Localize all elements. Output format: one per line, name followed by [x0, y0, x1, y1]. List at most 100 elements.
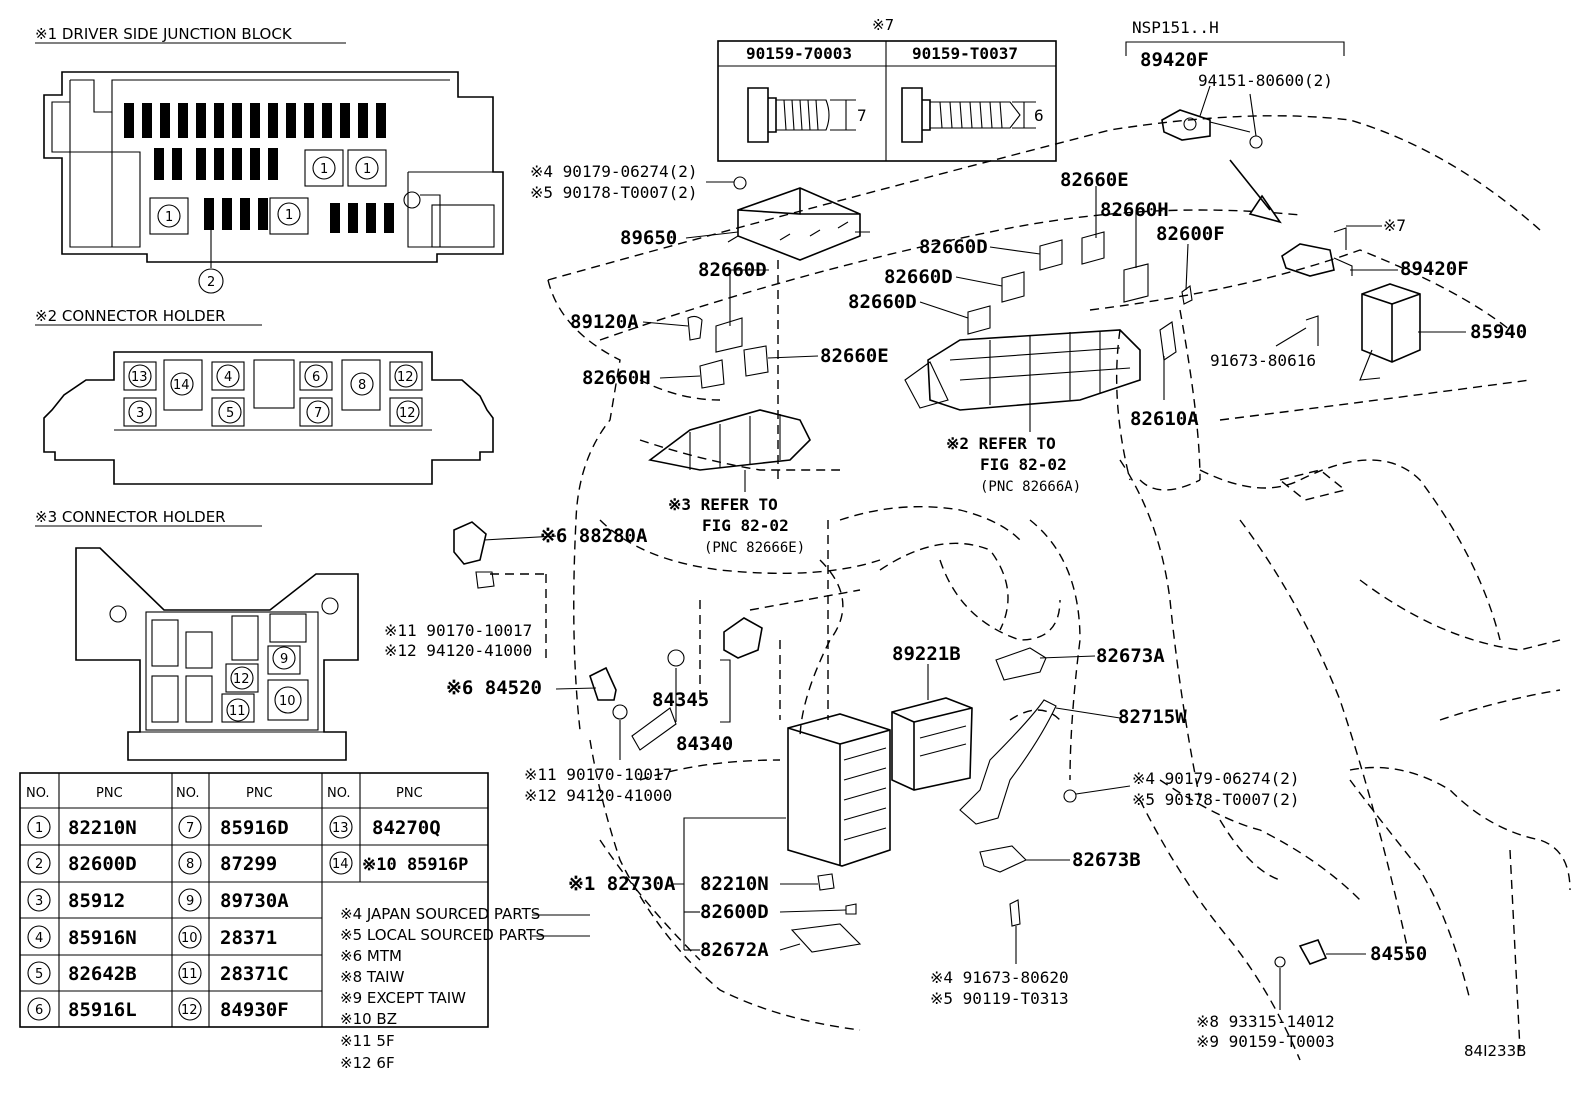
table-header: NO.: [176, 786, 200, 801]
screw-2-dim: 6: [1034, 106, 1044, 125]
callout-6: 6: [312, 370, 320, 385]
junction-block-title: ※1 DRIVER SIDE JUNCTION BLOCK: [35, 25, 293, 43]
label-pnc-82666E: (PNC 82666E): [704, 540, 805, 556]
note-item: ※10 BZ: [340, 1010, 397, 1028]
table-cell: ※10 85916P: [362, 855, 468, 875]
label-82660D: 82660D: [848, 291, 917, 313]
note-item: ※8 TAIW: [340, 968, 405, 986]
table-cell: 12: [181, 1003, 198, 1018]
table-header: PNC: [96, 786, 123, 801]
label-82600F: 82600F: [1156, 223, 1225, 245]
callout-1: 1: [165, 210, 173, 225]
label-82672A: 82672A: [700, 939, 769, 961]
fuse-slots: [124, 103, 394, 233]
table-cell: 4: [35, 931, 43, 946]
label-82210N: 82210N: [700, 873, 769, 895]
model-label: NSP151..H: [1132, 18, 1219, 37]
label-90179-06274: ※4 90179-06274(2): [1132, 769, 1300, 788]
label-93315-14012: ※8 93315-14012: [1196, 1012, 1335, 1031]
table-cell: 8: [186, 857, 194, 872]
table-header: NO.: [26, 786, 50, 801]
screw-part-2: 90159-T0037: [912, 44, 1018, 63]
notes-legend: ※4 JAPAN SOURCED PARTS ※5 LOCAL SOURCED …: [340, 905, 590, 1072]
airbag-sensor-89650: [727, 176, 870, 261]
table-cell: 14: [332, 857, 349, 872]
label-90159-T0003: ※9 90159-T0003: [1196, 1032, 1335, 1051]
table-cell: 85912: [68, 890, 125, 912]
callout-2: 2: [207, 275, 215, 290]
label-82673B: 82673B: [1072, 849, 1141, 871]
screw-2-icon: [901, 87, 1036, 143]
note-item: ※9 EXCEPT TAIW: [340, 989, 466, 1007]
label-82660E: 82660E: [1060, 169, 1129, 191]
model-bracket: NSP151..H: [1125, 18, 1345, 56]
table-cell: 6: [35, 1003, 43, 1018]
callout-12: 12: [233, 672, 250, 687]
relay-85940: [1305, 227, 1421, 381]
label-82660D: 82660D: [698, 259, 767, 281]
note-item: ※12 6F: [340, 1054, 395, 1072]
label-89221B: 89221B: [892, 643, 961, 665]
screw-note: ※7: [872, 16, 894, 34]
label-82730A: ※1 82730A: [568, 873, 676, 895]
table-cell: 1: [35, 821, 43, 836]
callout-11: 11: [229, 704, 246, 719]
label-91673-80620: ※4 91673-80620: [930, 968, 1069, 987]
figure-id: 84I233B: [1464, 1042, 1526, 1060]
screw-part-1: 90159-70003: [746, 44, 852, 63]
callout-13: 13: [131, 370, 148, 385]
label-82660D: 82660D: [884, 266, 953, 288]
table-cell: 11: [181, 967, 198, 982]
connector-holder-2-inset: ※2 CONNECTOR HOLDER 13 3 14 4 5 6 7 8 12: [35, 307, 494, 485]
table-cell: 82600D: [68, 853, 137, 875]
table-cell: 84270Q: [372, 817, 441, 839]
table-cell: 85916N: [68, 927, 137, 949]
leader-lines: [483, 85, 1466, 1010]
label-82660D: 82660D: [919, 236, 988, 258]
note-item: ※11 5F: [340, 1032, 395, 1050]
label-82715W: 82715W: [1118, 706, 1187, 728]
callout-8: 8: [358, 378, 366, 393]
label-85940: 85940: [1470, 321, 1527, 343]
label-82660H: 82660H: [582, 367, 651, 389]
connector-parts-left: [648, 315, 811, 471]
table-cell: 13: [332, 821, 349, 836]
junction-block-main: [904, 231, 1193, 411]
note-item: ※5 LOCAL SOURCED PARTS: [340, 926, 545, 944]
connector-88280A: [453, 521, 495, 589]
label-89420F: 89420F: [1140, 49, 1209, 71]
label-82660H: 82660H: [1100, 199, 1169, 221]
label-94120-41000: ※12 94120-41000: [524, 786, 672, 805]
screw-1-dim: 7: [857, 106, 867, 125]
callout-10: 10: [279, 694, 296, 709]
label-82673A: 82673A: [1096, 645, 1165, 667]
label-89120A: 89120A: [570, 311, 639, 333]
part-labels: 89420F 94151-80600(2) 89420F ※7 85940 91…: [384, 49, 1527, 1060]
connector-holder-2-title: ※2 CONNECTOR HOLDER: [35, 307, 226, 325]
label-refer-2: ※2 REFER TO: [946, 434, 1056, 453]
callout-1: 1: [363, 162, 371, 177]
bracket-84520-84345: [589, 617, 763, 751]
pnc-table: NO. PNC NO. PNC NO. PNC 1 82210N 7 85916…: [19, 772, 489, 1028]
label-pnc-82666A: (PNC 82666A): [980, 479, 1081, 495]
label-84340: 84340: [676, 733, 733, 755]
label-refer-3: ※3 REFER TO: [668, 495, 778, 514]
table-header: NO.: [327, 786, 351, 801]
label-88280A: ※6 88280A: [540, 525, 648, 547]
label-84345: 84345: [652, 689, 709, 711]
callout-12: 12: [399, 406, 416, 421]
label-82610A: 82610A: [1130, 408, 1199, 430]
label-90170-10017: ※11 90170-10017: [524, 765, 672, 784]
table-header: PNC: [246, 786, 273, 801]
note-item: ※4 JAPAN SOURCED PARTS: [340, 905, 540, 923]
screw-1-icon: [747, 87, 856, 143]
callout-1: 1: [320, 162, 328, 177]
label-82660E: 82660E: [820, 345, 889, 367]
bracket-89420F: [1161, 109, 1353, 277]
label-94120-41000: ※12 94120-41000: [384, 641, 532, 660]
label-94151-80600: 94151-80600(2): [1198, 71, 1333, 90]
table-cell: 3: [35, 894, 43, 909]
callout-1: 1: [285, 208, 293, 223]
connector-holder-3-inset: ※3 CONNECTOR HOLDER 12 9 11 10: [35, 508, 359, 761]
note-item: ※6 MTM: [340, 947, 402, 965]
